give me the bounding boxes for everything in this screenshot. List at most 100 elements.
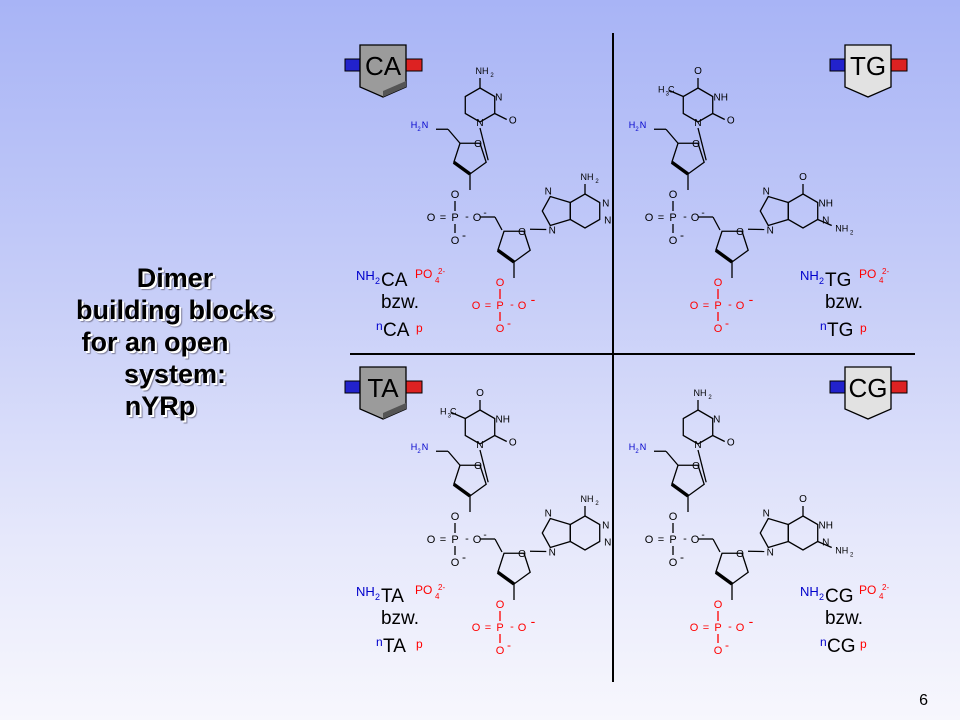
phosphate-o: O xyxy=(736,622,745,634)
single-bond: - xyxy=(510,621,514,633)
phosphate-o: O xyxy=(690,622,699,634)
tag-shadow xyxy=(383,403,406,419)
amine5-n: N xyxy=(422,442,429,452)
internal-phosphate: PO=O-OO-- xyxy=(645,189,705,247)
legend-seq-short: CA xyxy=(383,320,410,341)
dimer-tag: CG xyxy=(829,366,908,420)
phosphate-o: O xyxy=(496,645,505,657)
charge: - xyxy=(725,316,729,330)
tag-label: CA xyxy=(365,51,402,81)
amine-label: NH xyxy=(581,172,594,182)
n1-label: NH xyxy=(818,199,832,210)
bold-bond xyxy=(670,160,690,176)
title-line-3: for an open xyxy=(81,327,229,357)
n7-label: N xyxy=(545,509,552,520)
legend-p-suffix: p xyxy=(416,637,423,651)
tag-label: TA xyxy=(367,373,399,403)
charge: - xyxy=(483,208,486,219)
n7-label: N xyxy=(545,187,552,198)
n9-label: N xyxy=(549,548,556,559)
amine-sub: 2 xyxy=(850,231,854,237)
bold-bond xyxy=(714,248,734,264)
legend-amine: NH xyxy=(356,584,375,599)
charge: - xyxy=(483,530,486,541)
legend-amine: NH xyxy=(800,268,819,283)
ring-oxygen: O xyxy=(692,139,700,150)
phosphate-o: O xyxy=(714,599,723,611)
phosphate-o: O xyxy=(496,323,505,335)
carbonyl-bond xyxy=(494,112,508,121)
phosphate-o: O xyxy=(714,277,723,289)
double-bond: = xyxy=(440,534,446,546)
legend-seq-short: TG xyxy=(827,320,853,341)
legend-n-prefix: n xyxy=(376,319,383,333)
tag-shield xyxy=(844,44,892,98)
phosphate-o: O xyxy=(518,300,527,312)
tag-shield xyxy=(844,366,892,420)
amine5-sub: 2 xyxy=(417,449,421,455)
purine-six-ring xyxy=(569,193,601,229)
tag-shadow xyxy=(383,81,406,97)
carbonyl-o: O xyxy=(727,116,735,127)
phosphate-o: O xyxy=(736,300,745,312)
double-bond: = xyxy=(703,622,709,634)
legend-amine-sub: 2 xyxy=(819,592,824,602)
phosphate-o: O xyxy=(645,212,654,224)
internal-phosphate: PO=O-OO-- xyxy=(427,511,487,569)
methyl-c: C xyxy=(668,85,675,95)
legend-seq-short: CG xyxy=(827,636,856,657)
dimer-tag: TA xyxy=(344,366,423,420)
amine5-sub: 2 xyxy=(417,127,421,133)
amine-sub: 2 xyxy=(850,553,854,559)
single-bond: - xyxy=(465,533,469,545)
bold-bond xyxy=(452,160,472,176)
legend-phosphate-sub: 4 xyxy=(435,276,440,285)
charge: - xyxy=(462,550,466,564)
double-bond: = xyxy=(485,300,491,312)
legend-alt: bzw. xyxy=(381,608,419,629)
legend-amine-sub: 2 xyxy=(375,276,380,286)
n1-label: NH xyxy=(818,521,832,532)
methyl-bond xyxy=(451,411,466,420)
phosphate-o: O xyxy=(451,235,460,247)
double-bond: = xyxy=(658,212,664,224)
double-bond: = xyxy=(658,534,664,546)
amine-sub: 2 xyxy=(595,501,599,507)
tag-bar-left xyxy=(829,380,847,394)
ring-oxygen: O xyxy=(518,227,526,238)
phosphate-o: O xyxy=(690,300,699,312)
carbonyl-o: O xyxy=(799,494,807,505)
purine-six-ring xyxy=(787,515,819,551)
amine5-n: N xyxy=(422,120,429,130)
phosphate-o: O xyxy=(669,557,678,569)
n1-label: N xyxy=(476,440,483,451)
phosphate-o: O xyxy=(451,511,460,523)
amine5-h: H xyxy=(411,120,418,130)
n3-label: N xyxy=(495,93,502,104)
ring-oxygen: O xyxy=(474,139,482,150)
n1-label: N xyxy=(602,521,609,532)
phosphorus: P xyxy=(451,534,458,546)
legend-phosphate-sup: 2- xyxy=(438,583,445,592)
charge: - xyxy=(531,291,536,307)
ring-oxygen: O xyxy=(518,549,526,560)
phosphate-o: O xyxy=(714,323,723,335)
amine5-sub: 2 xyxy=(635,449,639,455)
double-bond: = xyxy=(485,622,491,634)
tag-bar-right xyxy=(405,58,423,72)
tag-bar-right xyxy=(405,380,423,394)
legend-phosphate: PO xyxy=(415,267,432,281)
legend-n-prefix: n xyxy=(820,635,827,649)
carbonyl-o: O xyxy=(476,388,484,399)
bold-bond xyxy=(496,248,516,264)
phosphate-o: O xyxy=(473,212,482,224)
charge: - xyxy=(725,638,729,652)
dimer-tag: TG xyxy=(829,44,908,98)
terminal-phosphate: PO=O-OO-- xyxy=(472,277,536,335)
phosphorus: P xyxy=(496,300,503,312)
